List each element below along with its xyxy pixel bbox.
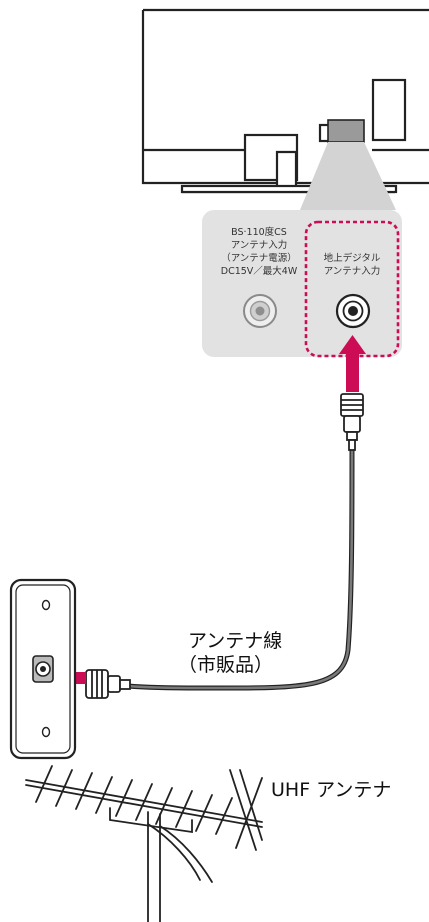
cable-label-line2: （市販品） (178, 654, 273, 676)
terrestrial-label-line2: アンテナ入力 (324, 265, 381, 277)
uhf-antenna (25, 765, 263, 922)
bs-antenna-port (243, 294, 277, 328)
cable-plug-wall (85, 669, 131, 699)
antenna-label: UHF アンテナ (271, 779, 391, 801)
bs-label-line4: DC15V／最大4W (221, 265, 298, 277)
bs-label-line3: （アンテナ電源） (221, 252, 297, 264)
insert-arrow-up (339, 335, 366, 392)
cable-label-line1: アンテナ線 (188, 630, 282, 652)
tv-terminal-block (327, 119, 365, 143)
terrestrial-label-line1: 地上デジタル (324, 252, 381, 264)
cable-plug-top (340, 393, 364, 451)
bs-label-line2: アンテナ入力 (231, 239, 288, 251)
antenna-cable (125, 445, 355, 691)
terrestrial-antenna-port (335, 293, 371, 329)
bs-label-line1: BS·110度CS (231, 226, 287, 238)
zoom-wedge (300, 142, 396, 210)
terrestrial-highlight (304, 220, 400, 358)
tv-set (141, 8, 429, 194)
wall-outlet (9, 578, 77, 760)
